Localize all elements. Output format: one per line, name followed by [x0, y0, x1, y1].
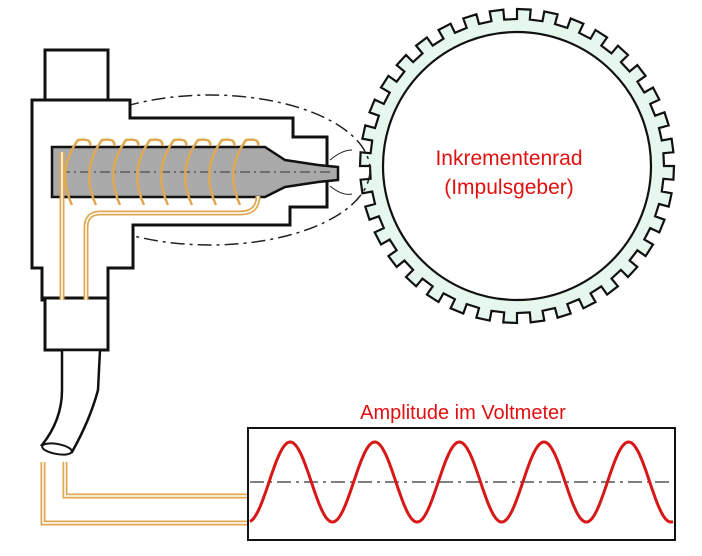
coil-turn [136, 138, 164, 206]
housing-cable-sleeve [43, 296, 110, 352]
output-wire-upper [62, 462, 248, 499]
signal-waveform [249, 440, 674, 524]
coil-lead-wires [59, 152, 261, 300]
flux-line-left [329, 149, 353, 161]
output-wire-lower [40, 462, 248, 526]
voltmeter-title: Amplitude im Voltmeter [360, 402, 566, 424]
coil-turn [184, 138, 212, 206]
incremental-wheel [358, 7, 676, 325]
output-wire-lower-core [42, 462, 248, 524]
coil-turn [160, 138, 188, 206]
sensor-cable [39, 348, 102, 454]
wheel-label-line1: Inkrementenrad [435, 147, 582, 170]
sensor-housing [30, 48, 329, 352]
voltmeter-display [247, 427, 676, 541]
coil-turn [232, 138, 260, 206]
housing-top-cap [43, 48, 110, 104]
induction-coil [64, 138, 260, 206]
output-wire-upper-core [64, 462, 248, 497]
wheel-label-line2: (Impulsgeber) [444, 176, 574, 199]
lead-wire-inner-core [85, 195, 259, 300]
output-wires [40, 462, 248, 526]
cable-cut-end [41, 442, 73, 456]
flux-line-right [329, 185, 353, 195]
coil-turn [112, 138, 140, 206]
coil-turn [88, 138, 116, 206]
wheel-inner-ring [381, 30, 653, 302]
coil-turn [208, 138, 236, 206]
housing-body [30, 98, 329, 302]
coil-turn [64, 138, 92, 206]
